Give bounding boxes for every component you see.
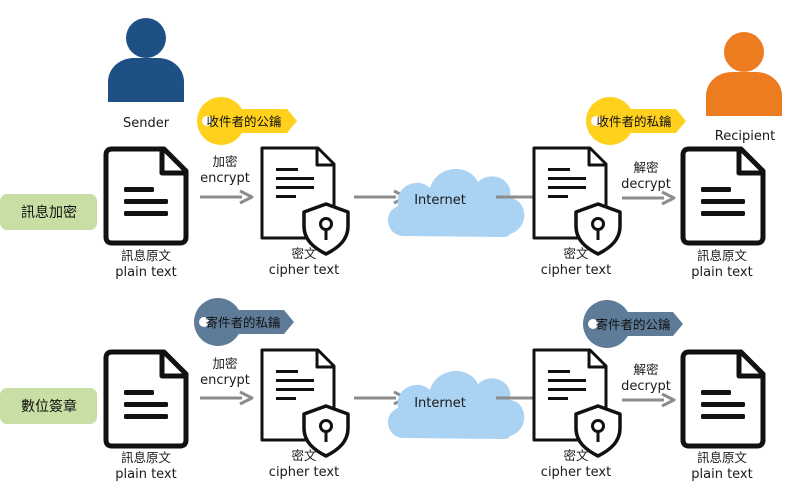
arrow-icon (198, 189, 254, 205)
row-digital-signature: 數位簽章 寄件者的私鑰 寄件者的公鑰 訊息原文 plain text 加密 en… (0, 298, 763, 482)
section-label: 訊息加密 (21, 204, 77, 221)
action-label-line2: decrypt (621, 177, 671, 192)
key-icon (586, 97, 686, 145)
cipher-document-icon (532, 348, 622, 458)
doc-label-line2: plain text (691, 265, 752, 280)
action-label-line1: 解密 (633, 362, 658, 377)
key-icon (197, 97, 297, 145)
arrow-icon (620, 190, 676, 206)
cipher-label-line1: 密文 (563, 448, 589, 463)
doc-label-line1: 訊息原文 (121, 248, 172, 263)
key-icon (583, 300, 683, 348)
key-label: 收件者的私鑰 (596, 114, 672, 129)
recipient-person-icon (706, 32, 782, 116)
sender-label: Sender (123, 116, 170, 131)
key-icon (194, 298, 294, 346)
section-badge (0, 194, 97, 230)
cipher-label-line2: cipher text (541, 465, 611, 480)
cipher-label-line2: cipher text (541, 263, 611, 278)
doc-label-line2: plain text (115, 467, 176, 482)
plain-document-icon (683, 352, 763, 446)
cipher-label-line1: 密文 (291, 448, 317, 463)
action-label-line1: 加密 (212, 356, 237, 371)
doc-label-line2: plain text (115, 265, 176, 280)
action-label-line1: 解密 (633, 160, 658, 175)
cloud-label: Internet (414, 396, 466, 411)
doc-label-line1: 訊息原文 (697, 248, 748, 263)
key-label: 寄件者的私鑰 (205, 315, 281, 330)
cipher-label-line2: cipher text (269, 263, 339, 278)
plain-document-icon (106, 352, 186, 446)
plain-document-icon (106, 149, 186, 243)
action-label-line1: 加密 (212, 154, 237, 169)
recipient-label: Recipient (715, 129, 775, 144)
action-label-line2: encrypt (200, 373, 250, 388)
action-label-line2: encrypt (200, 171, 250, 186)
cipher-label-line2: cipher text (269, 465, 339, 480)
cipher-document-icon (260, 146, 350, 256)
doc-label-line1: 訊息原文 (697, 450, 748, 465)
cipher-document-icon (532, 146, 622, 256)
key-label: 收件者的公鑰 (206, 114, 282, 129)
section-label: 數位簽章 (21, 398, 77, 415)
sender-person-icon (108, 18, 184, 102)
doc-label-line2: plain text (691, 467, 752, 482)
doc-label-line1: 訊息原文 (121, 450, 172, 465)
cipher-document-icon (260, 348, 350, 458)
cloud-label: Internet (414, 193, 466, 208)
action-label-line2: decrypt (621, 379, 671, 394)
arrow-icon (620, 392, 676, 408)
key-label: 寄件者的公鑰 (595, 317, 671, 332)
arrow-icon (198, 390, 254, 406)
plain-document-icon (683, 149, 763, 243)
row-encryption: 訊息加密 收件者的公鑰 收件者的私鑰 訊息原文 plain text 加密 en… (0, 97, 763, 280)
cipher-label-line1: 密文 (563, 246, 589, 261)
cipher-label-line1: 密文 (291, 246, 317, 261)
section-badge (0, 388, 97, 424)
